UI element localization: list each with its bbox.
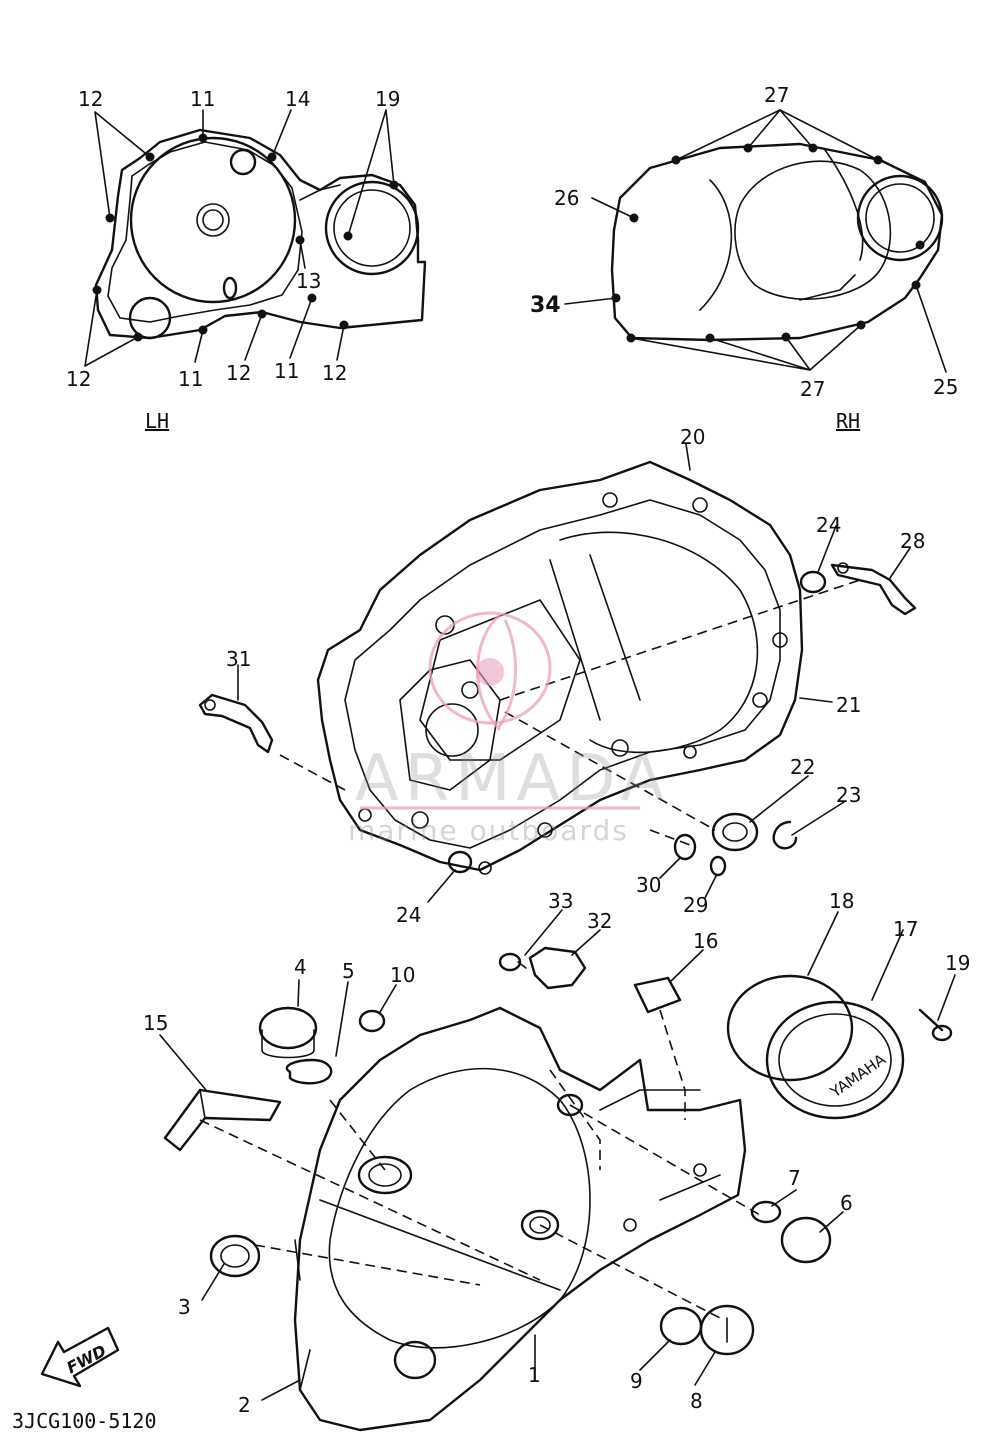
lh-label-11a: 11 bbox=[190, 87, 215, 111]
lh-label-12a: 12 bbox=[78, 87, 103, 111]
label-32: 32 bbox=[587, 909, 612, 933]
label-15: 15 bbox=[143, 1011, 168, 1035]
label-3: 3 bbox=[178, 1295, 191, 1319]
oil-filler-cap-4 bbox=[258, 1006, 318, 1050]
label-24-lower: 24 bbox=[396, 903, 421, 927]
lh-label-19: 19 bbox=[375, 87, 400, 111]
washer-29 bbox=[709, 855, 727, 877]
lh-cover-ring bbox=[324, 180, 420, 276]
label-19-lower: 19 bbox=[945, 951, 970, 975]
label-31: 31 bbox=[226, 647, 251, 671]
label-24-upper: 24 bbox=[816, 513, 841, 537]
fwd-arrow: FWD bbox=[40, 1326, 120, 1388]
label-17: 17 bbox=[893, 917, 918, 941]
plug-8 bbox=[699, 1304, 755, 1356]
plate-31 bbox=[198, 693, 274, 754]
lh-crankcase-cover-assembly bbox=[199, 1006, 761, 1432]
o-ring-9 bbox=[659, 1306, 703, 1346]
label-6: 6 bbox=[840, 1191, 853, 1215]
lh-rotor-opening bbox=[129, 136, 297, 304]
lh-label-11b: 11 bbox=[178, 367, 203, 391]
watermark: ARMADA marine outboards bbox=[348, 611, 670, 847]
label-23: 23 bbox=[836, 783, 861, 807]
oil-seal-3 bbox=[209, 1234, 261, 1278]
cover-brand: YAMAHA bbox=[826, 1050, 889, 1102]
clamp-32 bbox=[528, 946, 587, 990]
label-5: 5 bbox=[342, 959, 355, 983]
label-22: 22 bbox=[790, 755, 815, 779]
label-20: 20 bbox=[680, 425, 705, 449]
label-10: 10 bbox=[390, 963, 415, 987]
oil-seal-22 bbox=[711, 812, 759, 852]
rh-side-label: RH bbox=[836, 409, 860, 433]
lh-gasket-detail: 12 11 14 19 13 12 11 12 11 12 LH bbox=[66, 87, 427, 433]
plug-6 bbox=[780, 1216, 832, 1264]
dowel-24-left bbox=[447, 850, 473, 874]
rh-label-27b: 27 bbox=[800, 377, 825, 401]
label-30: 30 bbox=[636, 873, 661, 897]
watermark-subtitle: marine outboards bbox=[348, 814, 629, 847]
circlip-23 bbox=[772, 820, 798, 850]
label-29: 29 bbox=[683, 893, 708, 917]
label-33: 33 bbox=[548, 889, 573, 913]
rh-label-25: 25 bbox=[933, 375, 958, 399]
gasket-18 bbox=[726, 974, 854, 1082]
rh-label-34: 34 bbox=[530, 293, 561, 318]
label-21: 21 bbox=[836, 693, 861, 717]
lh-label-12c: 12 bbox=[226, 361, 251, 385]
watermark-title: ARMADA bbox=[355, 742, 670, 816]
label-8: 8 bbox=[690, 1389, 703, 1413]
label-1: 1 bbox=[528, 1363, 541, 1387]
dowel-10 bbox=[358, 1009, 386, 1033]
o-ring-7 bbox=[750, 1200, 782, 1224]
plate-15 bbox=[163, 1088, 282, 1152]
dowel-24-right bbox=[799, 570, 827, 594]
dowel-30 bbox=[673, 833, 697, 861]
plate-28 bbox=[830, 563, 917, 616]
lower-small-parts: YAMAHA 33 32 16 18 17 19 4 5 10 15 7 bbox=[143, 889, 970, 1417]
lh-label-12d: 12 bbox=[322, 361, 347, 385]
label-2: 2 bbox=[238, 1393, 251, 1417]
bolt-33 bbox=[498, 952, 522, 972]
label-18: 18 bbox=[829, 889, 854, 913]
lh-side-label: LH bbox=[145, 409, 169, 433]
lh-label-14: 14 bbox=[285, 87, 310, 111]
fwd-label: FWD bbox=[63, 1341, 109, 1377]
label-4: 4 bbox=[294, 955, 307, 979]
diagram-code: 3JCG100-5120 bbox=[12, 1409, 157, 1433]
cover-17 bbox=[765, 1000, 905, 1120]
label-16: 16 bbox=[693, 929, 718, 953]
upper-small-parts: 20 24 28 31 21 22 23 30 29 24 bbox=[198, 425, 925, 927]
label-9: 9 bbox=[630, 1369, 643, 1393]
rh-gasket-detail: 27 26 34 27 25 RH bbox=[530, 83, 958, 433]
o-ring-5 bbox=[285, 1058, 333, 1085]
rh-label-27a: 27 bbox=[764, 83, 789, 107]
lh-label-11c: 11 bbox=[274, 359, 299, 383]
rh-label-26: 26 bbox=[554, 186, 579, 210]
label-28: 28 bbox=[900, 529, 925, 553]
bolt-16 bbox=[633, 976, 682, 1014]
rh-ring bbox=[856, 174, 944, 262]
lh-label-12b: 12 bbox=[66, 367, 91, 391]
lh-label-13: 13 bbox=[296, 269, 321, 293]
label-7: 7 bbox=[788, 1166, 801, 1190]
